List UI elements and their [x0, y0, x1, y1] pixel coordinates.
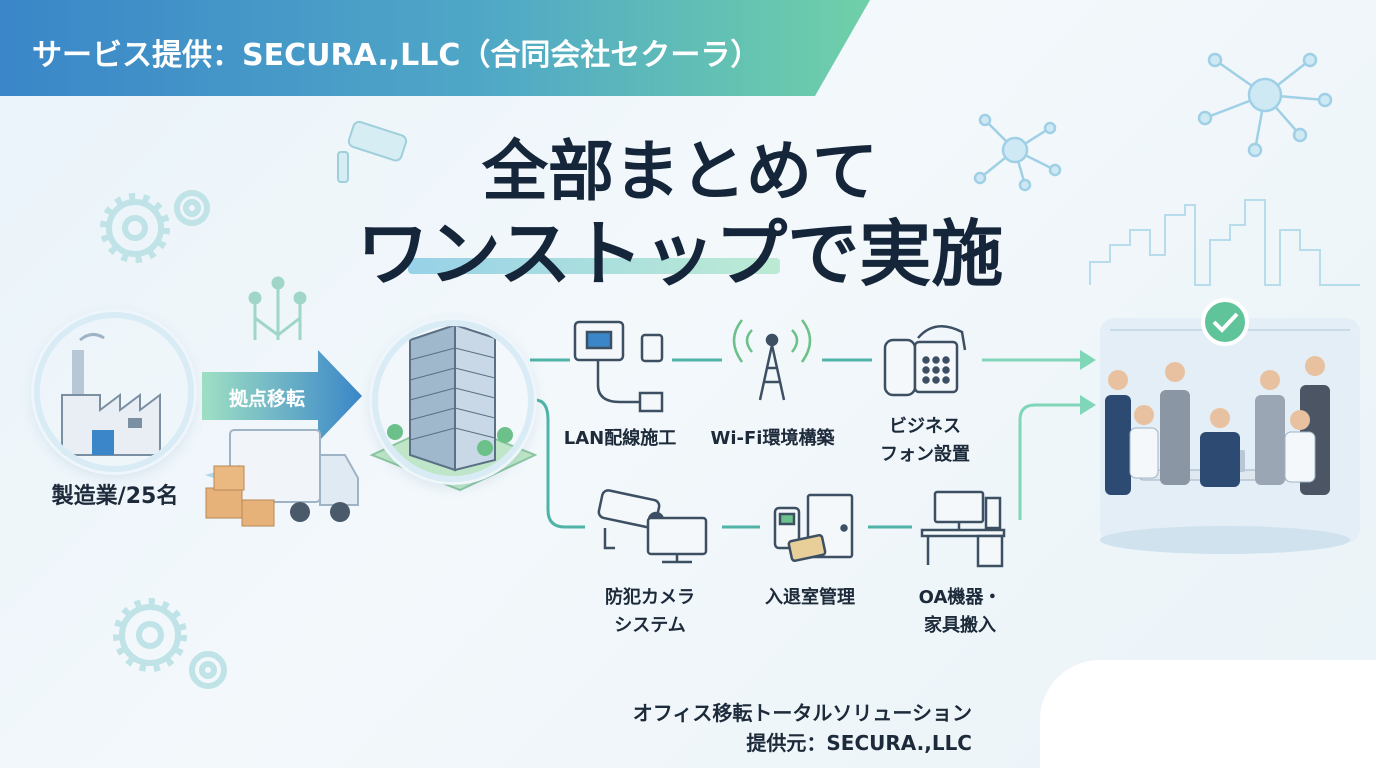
service-label-access: 入退室管理: [765, 587, 855, 608]
relocation-label: 拠点移転: [228, 388, 305, 410]
office-circle: [372, 320, 534, 482]
headline-line-1: 全部まとめて: [482, 133, 878, 210]
access-control-icon: [773, 493, 854, 563]
service-label-phone-2: フォン設置: [880, 444, 970, 465]
headline-line-2: ワンストップで実施: [356, 212, 1004, 296]
security-camera-decor-icon: [337, 120, 408, 183]
network-node-icon: [973, 52, 1333, 192]
gear-icon: [106, 190, 227, 689]
check-icon: [1212, 312, 1239, 333]
flow-connectors: [530, 358, 912, 529]
service-label-phone-1: ビジネス: [889, 416, 961, 437]
moving-truck-icon: [205, 429, 359, 527]
service-label-oa-1: OA機器・: [918, 587, 1002, 608]
headline-underline: [408, 258, 780, 274]
client-circle: [34, 312, 194, 472]
service-label-wifi: Wi-Fi環境構築: [710, 428, 835, 449]
relocation-arrow: [202, 350, 362, 442]
banner-title: サービス提供：SECURA.,LLC（合同会社セクーラ）: [32, 38, 761, 73]
footer-line-2: 提供元：SECURA.,LLC: [746, 731, 972, 755]
business-phone-icon: [883, 325, 967, 397]
wifi-tower-icon: [732, 319, 812, 401]
client-label: 製造業/25名: [51, 484, 179, 509]
service-label-camera-2: システム: [614, 615, 686, 636]
service-label-lan: LAN配線施工: [563, 428, 677, 449]
security-camera-icon: [597, 489, 708, 564]
footer-line-1: オフィス移転トータルソリューション: [632, 701, 972, 725]
circuit-icon: [248, 276, 307, 340]
lan-cable-icon: [573, 320, 664, 413]
office-desk-icon: [920, 490, 1006, 568]
bottom-right-panel: [1040, 660, 1376, 768]
service-label-oa-2: 家具搬入: [924, 615, 996, 636]
top-banner: [0, 0, 870, 96]
city-skyline-icon: [1089, 199, 1360, 286]
flow-arrows: [982, 358, 1080, 520]
team-meeting-illustration: [1100, 298, 1360, 554]
service-label-camera-1: 防犯カメラ: [605, 587, 695, 608]
